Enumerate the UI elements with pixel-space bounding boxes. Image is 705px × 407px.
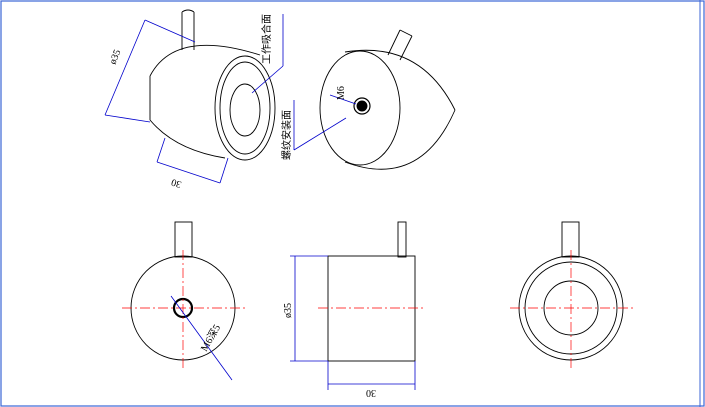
iso1-dia-ext2 [104, 114, 151, 123]
side-view-dimensions [290, 255, 416, 390]
iso1-front-ring [219, 61, 271, 155]
iso2-wire [387, 29, 413, 61]
side-view-wire [397, 221, 407, 258]
iso2-m6-leader [329, 94, 357, 105]
iso1-body-bottom [149, 119, 226, 159]
iso2-body-top [344, 49, 456, 111]
iso1-dia-line [104, 19, 146, 116]
iso1-body-top [149, 44, 261, 77]
iso2-thread-hole-inner [356, 100, 368, 112]
iso1-front-outer [214, 55, 276, 161]
iso1-dia-ext1 [144, 19, 196, 43]
front-view-centerlines [510, 250, 633, 368]
iso1-diameter-label: ø35 [108, 48, 124, 66]
side-length-label: 30 [366, 387, 376, 398]
iso1-length-label: 30 [170, 176, 183, 190]
thread-face-label: 螺纹安装面 [280, 110, 293, 160]
iso2-body-bottom [344, 109, 456, 170]
side-view [327, 221, 416, 362]
working-face-label: 工作吸合面 [260, 14, 273, 64]
back-view-wire [174, 221, 193, 258]
iso2-thread-hole-outer [353, 97, 371, 115]
side-view-body [327, 255, 416, 362]
iso-view-thread-face [319, 29, 456, 170]
iso1-len-ext2 [219, 157, 229, 184]
iso2-back-face [319, 50, 401, 166]
back-view-dimension [170, 295, 233, 381]
iso2-face-leader [293, 117, 347, 151]
back-view-centerlines [122, 250, 245, 368]
iso-view-working-face [149, 9, 276, 161]
iso2-dimensions [293, 94, 357, 151]
thread-depth-leader [170, 295, 233, 381]
iso1-len-ext1 [156, 137, 166, 163]
iso1-dimensions [104, 14, 284, 184]
iso1-wire [181, 9, 195, 50]
side-diameter-label: ø35 [283, 303, 294, 318]
iso1-len-line [156, 161, 221, 184]
thread-spec-label: M6 [336, 86, 347, 100]
front-view-wire [561, 221, 580, 258]
iso1-leader [251, 65, 284, 94]
iso1-front-bore [229, 83, 261, 137]
